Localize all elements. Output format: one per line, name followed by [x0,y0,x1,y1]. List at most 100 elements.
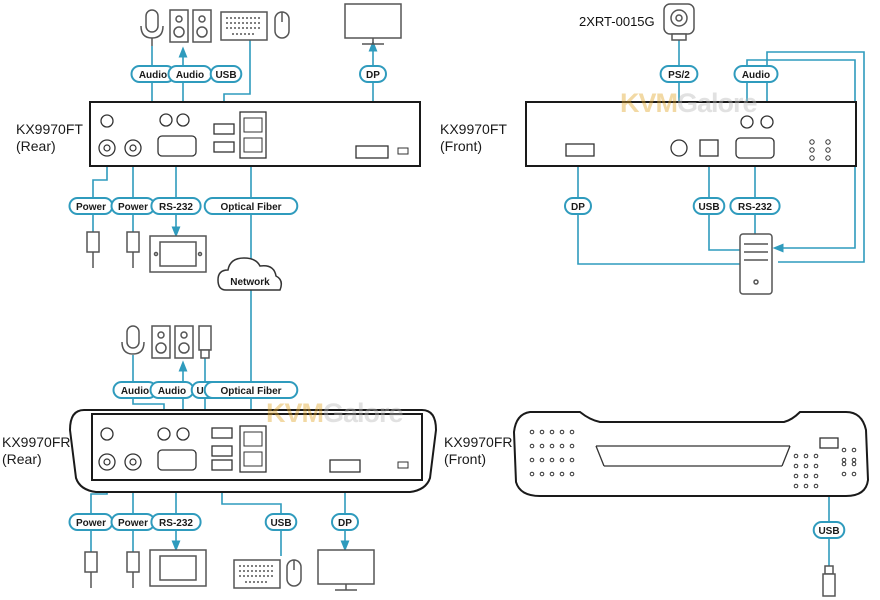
usb-b-port [699,139,719,157]
monitor-icon [344,3,402,45]
serial-device-icon [149,549,207,587]
device-label-kx9970fr-front: KX9970FR (Front) [444,434,513,467]
vent-dot [793,453,799,459]
rs232-port [735,137,775,159]
cable-label-text: Audio [176,70,204,81]
power-plug-icon [126,231,140,268]
vent-dot [529,457,535,463]
cable-label-text: DP [366,70,380,81]
power-plug-icon [86,231,100,268]
cable-label-pill: USB [812,521,846,539]
usb-port [211,445,233,457]
kx9970fr-front-unit [512,411,870,497]
cable-label-pill: RS-232 [150,197,202,215]
rs232-port [157,135,197,157]
dp-port [565,143,595,157]
ground-screw-icon [100,427,114,441]
vent-dot [549,457,555,463]
vent-dot [851,461,857,467]
cable-label-pill: DP [331,513,359,531]
cable-label-text: Audio [139,70,167,81]
power-plug-icon [84,551,98,588]
cable-label-pill: Audio [149,381,195,399]
device-label-kx9970ft-front: KX9970FT (Front) [440,121,507,154]
cable-label-pill: DP [564,197,592,215]
vent-dot [539,429,545,435]
cable-label-text: Power [118,518,148,529]
vent-dot [539,457,545,463]
cable-label-pill: Optical Fiber [203,197,299,215]
cable-label-text: USB [215,70,236,81]
cable-label-pill: Power [110,513,156,531]
vent-dot [569,443,575,449]
cable-label-text: DP [571,202,585,213]
power-plug-icon [126,551,140,588]
kx9970ft-rear-unit [89,101,421,167]
vent-dot [841,471,847,477]
mouse-icon [274,11,290,39]
usb-stick-icon [198,325,212,359]
cable-label-text: Optical Fiber [220,202,281,213]
cable-label-pill: Power [110,197,156,215]
vent-dot [841,457,847,463]
vent-dot [569,457,575,463]
cable-label-pill: Power [68,197,114,215]
dp-port [329,459,361,473]
usb-port [819,437,839,449]
cable-label-text: USB [818,526,839,537]
cable-label-pill: Audio [167,65,213,83]
vent-dot [803,453,809,459]
vent-dot [529,471,535,477]
cable-label-text: RS-232 [159,518,193,529]
cable-label-pill: Optical Fiber [203,381,299,399]
cable-label-text: Power [76,202,106,213]
vent-dot [539,471,545,477]
vent-dot [793,463,799,469]
kx9970ft-front-unit [525,101,857,167]
vent-dot [539,443,545,449]
cable-label-text: Audio [742,70,770,81]
vent-dot [793,483,799,489]
vent-dot [559,457,565,463]
ground-screw-icon [100,114,114,128]
accessory-model-label: 2XRT-0015G [579,14,655,29]
cable-label-pill: USB [692,197,726,215]
vent-dot [851,457,857,463]
2xrt-device-icon [663,3,695,41]
cable-label-text: Optical Fiber [220,386,281,397]
vent-dot [803,473,809,479]
serial-device-icon [149,235,207,273]
cable-label-text: RS-232 [159,202,193,213]
speakers-icon [151,325,194,359]
network-label: Network [230,277,270,288]
ps2-port [670,139,688,157]
vent-dot [559,429,565,435]
usb-port [213,123,235,135]
cable-label-text: Audio [158,386,186,397]
rs232-port [157,449,197,471]
cable-label-text: Audio [121,386,149,397]
audio-jack [740,115,754,129]
network-cloud: Network [217,257,283,291]
keyboard-icon [220,11,268,41]
keyboard-icon [233,559,281,589]
vent-dot [559,443,565,449]
cable-label-pill: Audio [733,65,779,83]
vent-dot [569,471,575,477]
vent-dot [559,471,565,477]
cable-label-text: RS-232 [738,202,772,213]
cable-label-pill: DP [359,65,387,83]
vent-dot [803,463,809,469]
computer-tower-icon [739,233,773,295]
device-label-kx9970ft-rear: KX9970FT (Rear) [16,121,83,154]
device-label-kx9970fr-rear: KX9970FR (Rear) [2,434,71,467]
vent-dot [813,473,819,479]
vent-dot [813,453,819,459]
vent-dot [813,483,819,489]
cable-label-pill: Power [68,513,114,531]
cable-ft-front-dp [577,156,740,265]
vent-dot [569,429,575,435]
vent-dot [549,471,555,477]
